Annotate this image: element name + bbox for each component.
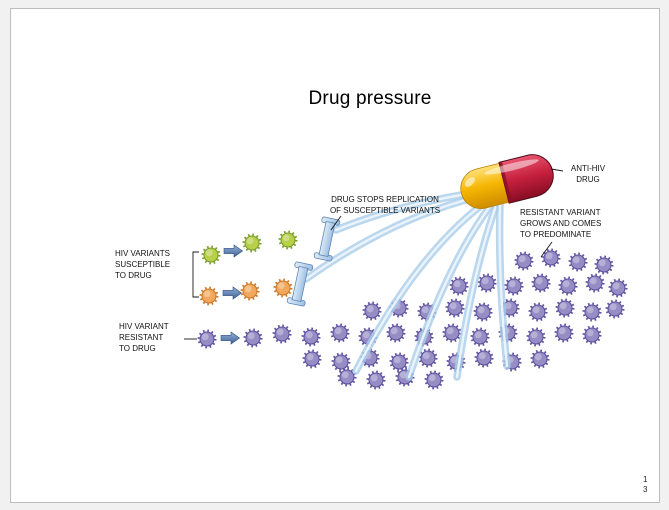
arrow-right-icon xyxy=(220,331,240,345)
virus-purple-icon xyxy=(531,273,551,293)
virus-purple-icon xyxy=(243,328,263,348)
virus-green-icon xyxy=(242,233,262,253)
virus-purple-icon xyxy=(554,323,574,343)
virus-purple-icon xyxy=(558,276,578,296)
connector-lines xyxy=(184,168,564,340)
virus-purple-icon xyxy=(514,251,534,271)
page-number: 1 3 xyxy=(643,475,648,494)
virus-purple-icon xyxy=(301,327,321,347)
virus-purple-icon xyxy=(582,302,602,322)
virus-purple-icon xyxy=(568,252,588,272)
virus-purple-icon xyxy=(474,348,494,368)
virus-purple-icon xyxy=(470,327,490,347)
label-anti-hiv-drug: ANTI-HIV DRUG xyxy=(570,164,606,184)
virus-purple-icon xyxy=(445,298,465,318)
virus-purple-icon xyxy=(594,255,614,275)
virus-purple-icon xyxy=(197,329,217,349)
virus-purple-icon xyxy=(302,349,322,369)
virus-orange-icon xyxy=(240,281,260,301)
label-hiv-variant-resistant: HIV VARIANT RESISTANT TO DRUG xyxy=(119,322,169,353)
anti-hiv-pointer-line xyxy=(550,168,564,172)
stream-icon xyxy=(498,202,509,368)
virus-purple-icon xyxy=(362,301,382,321)
virus-purple-icon xyxy=(541,248,561,268)
virus-purple-icon xyxy=(386,323,406,343)
virus-purple-icon xyxy=(585,273,605,293)
stream-icon xyxy=(407,199,496,379)
virus-green-icon xyxy=(201,245,221,265)
drug-stream-group xyxy=(302,187,511,381)
virus-purple-icon xyxy=(389,352,409,372)
virus-orange-icon xyxy=(199,286,219,306)
virus-purple-icon xyxy=(526,327,546,347)
arrow-right-icon xyxy=(222,286,242,300)
virus-purple-icon xyxy=(449,276,469,296)
label-hiv-variants-susceptible: HIV VARIANTS SUSCEPTIBLE TO DRUG xyxy=(115,249,171,280)
virus-green-icon xyxy=(278,230,298,250)
virus-purple-icon xyxy=(330,323,350,343)
virus-purple-icon xyxy=(555,298,575,318)
virus-orange-icon xyxy=(273,278,293,298)
virus-purple-icon xyxy=(608,278,628,298)
susceptible-orange-row xyxy=(199,278,293,306)
virus-purple-icon xyxy=(530,349,550,369)
virus-purple-icon xyxy=(504,276,524,296)
slide-title: Drug pressure xyxy=(308,88,432,109)
virus-purple-icon xyxy=(582,325,602,345)
resistant-virus-row xyxy=(197,329,240,349)
arrow-right-icon xyxy=(223,244,243,258)
label-resistant-variant-grows: RESISTANT VARIANT GROWS AND COMES TO PRE… xyxy=(520,208,602,239)
susceptible-bracket xyxy=(192,251,199,298)
virus-purple-icon xyxy=(366,370,386,390)
virus-purple-icon xyxy=(528,302,548,322)
susceptible-green-row xyxy=(201,230,298,265)
virus-purple-icon xyxy=(418,348,438,368)
virus-purple-icon xyxy=(272,324,292,344)
virus-purple-icon xyxy=(331,352,351,372)
virus-purple-icon xyxy=(442,323,462,343)
label-drug-stops-replication: DRUG STOPS REPLICATION OF SUSCEPTIBLE VA… xyxy=(329,195,441,215)
drug-stops-pointer-line xyxy=(330,215,342,231)
virus-purple-icon xyxy=(477,273,497,293)
virus-purple-icon xyxy=(605,299,625,319)
capsule-icon xyxy=(460,154,554,209)
stream-icon xyxy=(455,201,499,379)
virus-purple-icon xyxy=(473,302,493,322)
virus-purple-icon xyxy=(424,370,444,390)
resistant-variant-pointer-line xyxy=(540,241,553,258)
stream-icon xyxy=(354,196,493,373)
